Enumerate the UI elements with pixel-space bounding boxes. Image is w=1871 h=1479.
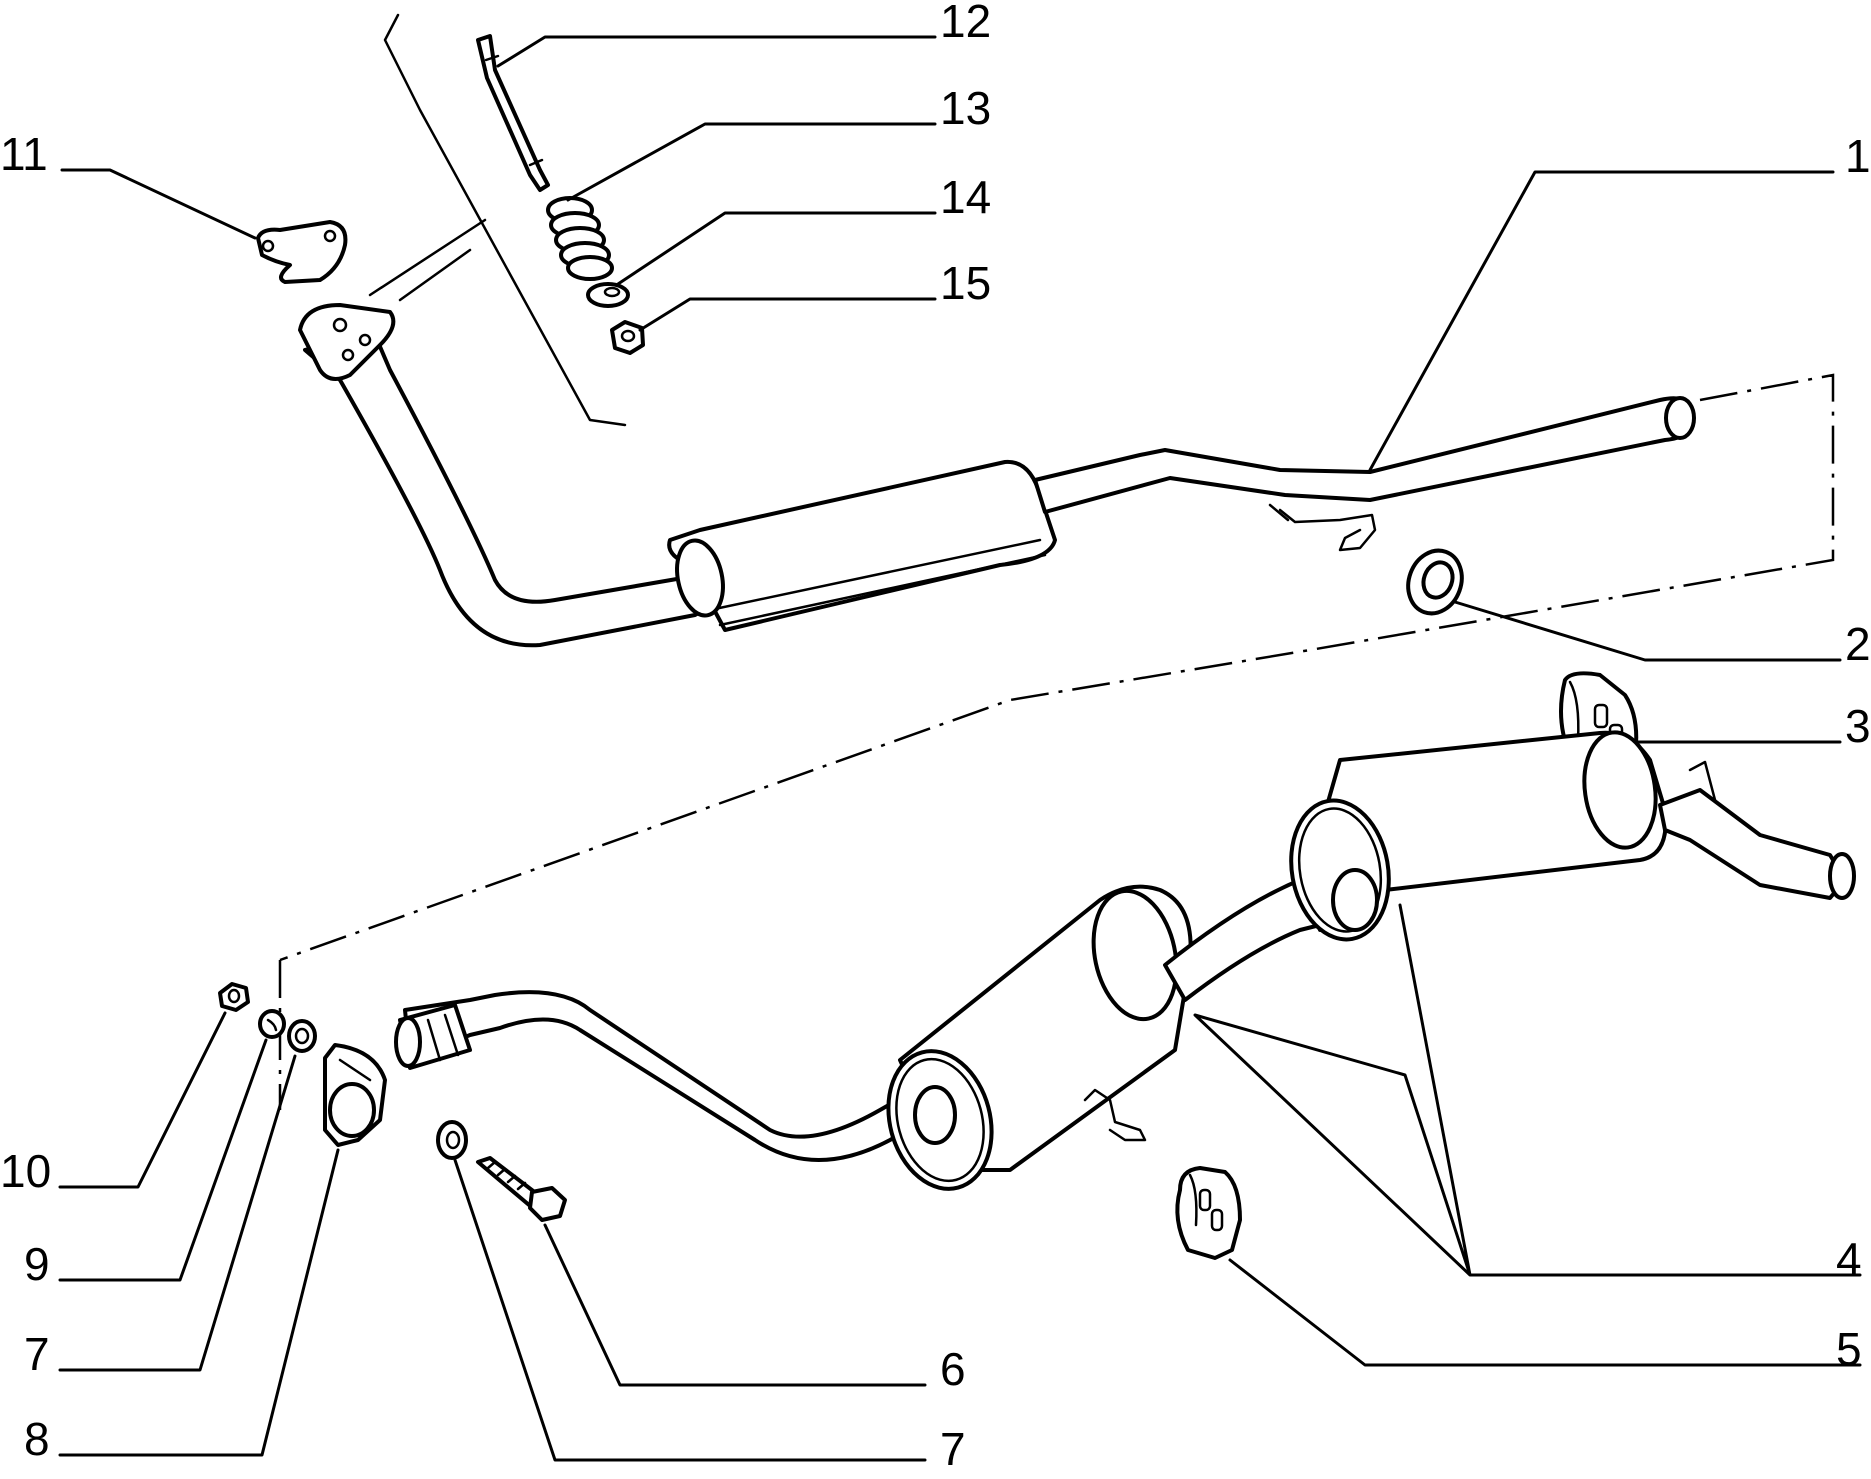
callout-1: 1 [1845, 130, 1871, 182]
callout-13: 13 [940, 82, 991, 134]
stud-part-12 [476, 34, 550, 192]
bolt-part-6 [476, 1156, 567, 1222]
callout-15: 15 [940, 257, 991, 309]
sealing-ring [1406, 548, 1464, 616]
washer-part-7-lower [436, 1120, 468, 1160]
callout-11: 11 [0, 128, 48, 180]
callout-2: 2 [1845, 618, 1871, 670]
callout-3: 3 [1845, 700, 1871, 752]
clamp-flange-part-8 [323, 1043, 387, 1147]
rubber-hanger-bottom [1175, 1166, 1242, 1260]
callout-6: 6 [940, 1343, 966, 1395]
gasket-part-11 [256, 220, 348, 284]
spring-part-13 [546, 196, 614, 281]
washer-part-14 [586, 282, 630, 308]
callout-12: 12 [940, 0, 991, 47]
callout-4: 4 [1836, 1233, 1862, 1285]
callout-10: 10 [0, 1145, 51, 1197]
front-exhaust-pipe [298, 303, 1696, 648]
callout-7-upper: 7 [24, 1328, 50, 1380]
callout-14: 14 [940, 171, 991, 223]
nut-part-15 [610, 320, 645, 355]
callout-9: 9 [24, 1238, 50, 1290]
callout-7-lower: 7 [940, 1423, 966, 1475]
spring-washer-part-9 [258, 1009, 286, 1039]
callout-5: 5 [1836, 1323, 1862, 1375]
rear-exhaust-section [394, 730, 1856, 1191]
nut-part-10 [218, 982, 250, 1012]
callout-8: 8 [24, 1413, 50, 1465]
leader-lines [58, 35, 1862, 1462]
washer-part-7-upper [287, 1019, 317, 1053]
